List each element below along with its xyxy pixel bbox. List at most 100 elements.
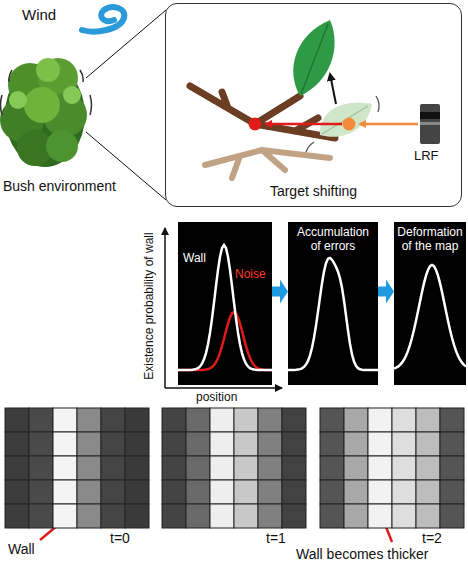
grid-cell [392,432,416,456]
grid-cell [440,504,464,528]
grid-cell [210,408,234,432]
leaf-move-arrow [330,74,336,104]
grid-cell [416,432,440,456]
grid-cell [29,456,53,480]
grid-cell [162,432,186,456]
grid-cell [77,408,101,432]
grid-cell [125,480,149,504]
grid-cell [125,504,149,528]
grid-cell [234,408,258,432]
grid-cell [344,504,368,528]
grid-cell [53,504,77,528]
branch-shifted [205,150,330,178]
grid-cell [392,456,416,480]
grid-cell [416,504,440,528]
grid-cell [186,408,210,432]
grid-cell [320,456,344,480]
curve-label: Wall [183,252,206,266]
axis-label: Existence probability of wall [143,232,157,379]
curve [178,245,272,370]
wall-label: Wall [8,541,35,557]
measured-point [343,118,356,131]
grid-cell [210,432,234,456]
grid-cell [210,480,234,504]
time-label: t=2 [422,530,442,546]
grid-cell [368,504,392,528]
bush [0,58,87,167]
wind-label: Wind [22,6,56,23]
time-label: t=0 [110,530,130,546]
grid-cell [77,504,101,528]
grid-cell [53,480,77,504]
grid-cell [258,456,282,480]
y-axis [164,228,166,388]
grid-cell [234,456,258,480]
grid-cell [282,456,306,480]
grid-cell [392,480,416,504]
grid-cell [162,504,186,528]
graph-panel: Accumulation of errors [288,222,378,385]
grid-cell [210,504,234,528]
grid-cell [186,432,210,456]
x-axis [165,387,282,389]
grid-cell [258,504,282,528]
leaf [293,20,334,96]
zoom-line [86,10,166,78]
grid-cell [440,408,464,432]
grid-cell [5,408,29,432]
grid-cell [282,504,306,528]
grid-cell [125,432,149,456]
grid-cell [392,504,416,528]
grid-cell [29,408,53,432]
grid-cell [186,480,210,504]
grid-cell [234,432,258,456]
grid-cell [234,480,258,504]
grid-cell [416,408,440,432]
grid-cell [162,408,186,432]
time-label: t=1 [266,530,286,546]
branch [190,86,335,138]
graph-panel: WallNoise [178,222,272,385]
grid-cell [320,480,344,504]
grid-cell [234,504,258,528]
grid-cell [344,408,368,432]
zoom-box: Target shifting [165,3,462,207]
bush-label: Bush environment [3,178,116,194]
true-point [249,118,262,131]
panel-text: Accumulation of errors [291,226,375,254]
grid-cell [101,408,125,432]
grid-cell [368,408,392,432]
grid-cell [282,480,306,504]
grid-cell [101,504,125,528]
lrf-sensor [420,104,440,144]
grid-cell [53,456,77,480]
curve-label: Noise [235,268,266,282]
grid-cell [344,480,368,504]
grid-cell [162,480,186,504]
grid-cell [392,408,416,432]
grid-cell [258,432,282,456]
grid-cell [440,480,464,504]
grid-cell [77,480,101,504]
grid-cell [29,432,53,456]
grid-cell [29,480,53,504]
grid-cell [77,456,101,480]
flow-arrow [378,280,394,304]
grid-cell [162,456,186,480]
grid-cell [368,456,392,480]
leaf-shifted [320,102,372,136]
caption-text: Target shifting [166,183,461,199]
grid-cell [344,456,368,480]
flow-arrow [272,280,288,304]
grid-cell [344,432,368,456]
grid-cell [320,408,344,432]
grid-cell [53,432,77,456]
panel-text: Deformation of the map [396,226,464,254]
curve [178,312,272,370]
grid-cell [440,432,464,456]
grid-cell [77,432,101,456]
grid-cell [29,504,53,528]
grid-cell [258,408,282,432]
wind-swirl [82,7,124,31]
occupancy-grids [5,408,464,528]
